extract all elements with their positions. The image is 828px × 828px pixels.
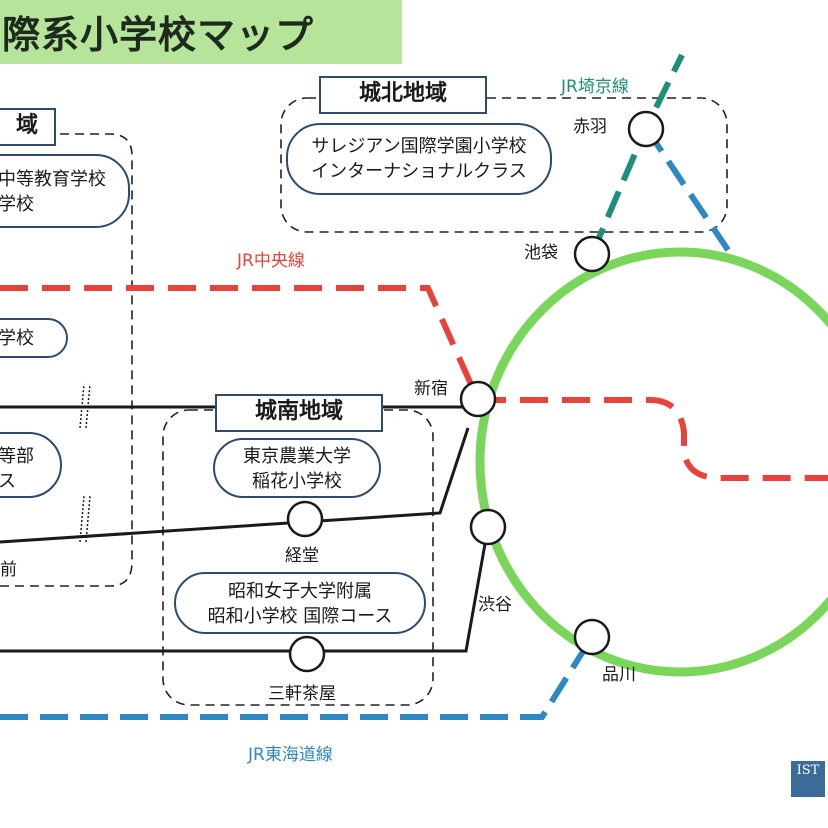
west-region-label: 域 <box>0 108 56 146</box>
shinagawa-station[interactable] <box>573 618 611 656</box>
school-name-line: 東京農業大学 <box>243 446 351 467</box>
south-region-label: 城南地域 <box>215 394 383 432</box>
north-region-label: 城北地域 <box>319 76 487 114</box>
ikebukuro-label: 池袋 <box>524 243 558 263</box>
odakyu-branch-line <box>0 427 470 544</box>
shinjuku-station[interactable] <box>459 380 497 418</box>
school-name-line: 学校 <box>0 328 34 349</box>
sangenjaya-label: 三軒茶屋 <box>268 684 336 704</box>
kyodo-label: 経堂 <box>285 546 319 566</box>
west-school-1[interactable]: 中等教育学校 学校 <box>0 154 130 228</box>
sangenjaya-station[interactable] <box>288 635 326 673</box>
school-name-line: ス <box>0 471 16 492</box>
chuo-line-inner <box>478 397 828 481</box>
ikebukuro-station[interactable] <box>573 235 611 273</box>
kyodo-station[interactable] <box>286 500 324 538</box>
school-name-line: 中等教育学校 <box>0 169 106 190</box>
chuo-line-label: JR中央線 <box>237 251 305 271</box>
school-name-line: 稲花小学校 <box>252 471 342 492</box>
tokaido-line <box>0 635 595 720</box>
showa-school[interactable]: 昭和女子大学附属 昭和小学校 国際コース <box>174 572 426 634</box>
school-name-line: 等部 <box>0 446 34 467</box>
school-name-line: 昭和女子大学附属 <box>228 581 372 602</box>
shinjuku-label: 新宿 <box>414 379 448 399</box>
chuo-line <box>0 285 481 402</box>
denentoshi-line <box>0 526 490 653</box>
line-break-mark-upper <box>79 383 91 429</box>
west-region-boundary <box>0 133 133 587</box>
saikyo-line-label: JR埼京線 <box>561 77 629 97</box>
nodai-inaka-school[interactable]: 東京農業大学 稲花小学校 <box>213 438 381 498</box>
west-partial-label: 前 <box>0 560 17 580</box>
west-school-3[interactable]: 等部 ス <box>0 432 62 498</box>
school-name-line: 昭和小学校 国際コース <box>207 606 393 627</box>
ist-logo: IST <box>791 761 825 797</box>
akabane-station[interactable] <box>627 110 665 148</box>
shibuya-station[interactable] <box>469 508 507 546</box>
school-name-line: サレジアン国際学園小学校 <box>311 136 527 157</box>
shinagawa-label: 品川 <box>602 665 636 685</box>
school-name-line: インターナショナルクラス <box>311 161 527 182</box>
west-school-2[interactable]: 学校 <box>0 318 68 358</box>
yamanote-line <box>475 247 828 677</box>
keihin-line <box>643 126 731 252</box>
title-banner: 際系小学校マップ <box>0 0 402 64</box>
tokaido-line-label: JR東海道線 <box>248 745 333 765</box>
school-name-line: 学校 <box>0 194 34 215</box>
shibuya-label: 渋谷 <box>478 595 512 615</box>
page-title: 際系小学校マップ <box>2 13 315 57</box>
akabane-label: 赤羽 <box>573 117 607 137</box>
salesian-school[interactable]: サレジアン国際学園小学校 インターナショナルクラス <box>286 123 552 195</box>
north-region-boundary <box>280 97 728 233</box>
